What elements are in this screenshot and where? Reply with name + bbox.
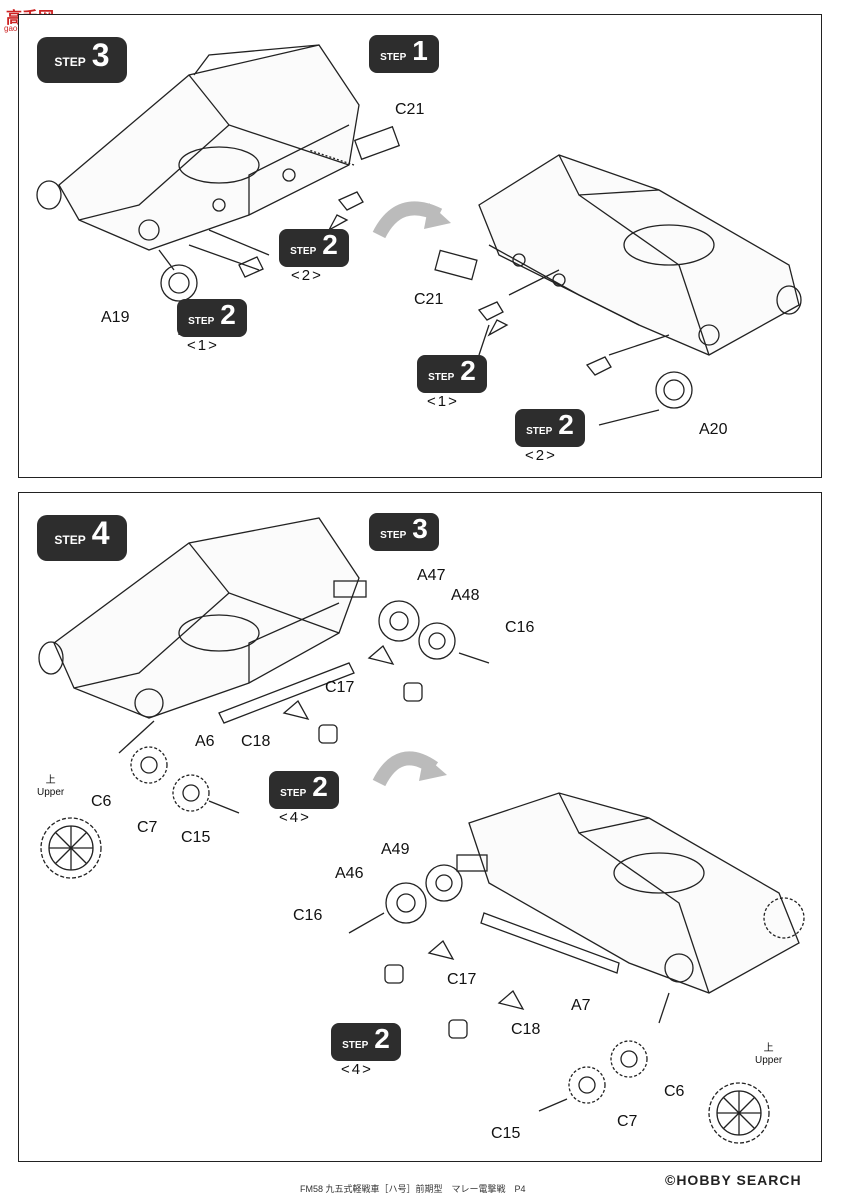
sprocket-upper xyxy=(40,746,240,879)
hull-left-view xyxy=(38,517,360,719)
step-word: STEP xyxy=(428,372,455,383)
upper-text: Upper xyxy=(37,787,65,798)
step-word: STEP xyxy=(526,426,553,437)
part-label-c16: C16 xyxy=(293,907,323,924)
part-label-a20: A20 xyxy=(699,421,728,438)
part-label-a6: A6 xyxy=(195,733,215,750)
part-label-c6: C6 xyxy=(664,1083,685,1100)
parts-lower xyxy=(348,854,670,1039)
step-3-diagram xyxy=(36,44,802,426)
step-2-ref-badge: STEP 2 xyxy=(177,299,247,337)
step-2-ref-badge: STEP 2 xyxy=(515,409,585,447)
part-label-c16: C16 xyxy=(505,619,535,636)
watermark: ©HOBBY SEARCH xyxy=(665,1172,802,1188)
step-2-ref-badge: STEP 2 xyxy=(331,1023,401,1061)
part-label-a47: A47 xyxy=(417,567,446,584)
sub-step-label: <2> xyxy=(291,267,323,284)
step-2-ref-badge: STEP 2 xyxy=(279,229,349,267)
step-number: 2 xyxy=(220,299,236,330)
part-label-a46: A46 xyxy=(335,865,364,882)
part-label-c6: C6 xyxy=(91,793,112,810)
step-word: STEP xyxy=(380,530,407,541)
step-3-ref-badge: STEP 3 xyxy=(369,513,439,551)
step-4-panel: STEP 4 STEP 3 STEP 2 <4> STEP 2 <4> A47 … xyxy=(18,492,822,1162)
part-label-c18: C18 xyxy=(511,1021,541,1038)
part-label-a48: A48 xyxy=(451,587,480,604)
step-number: 2 xyxy=(460,355,476,386)
hull-left-view xyxy=(36,44,360,251)
page-footer: FM58 九五式軽戦車［ハ号］前期型 マレー電撃戦 P4 xyxy=(300,1184,526,1194)
step-1-ref-badge: STEP 1 xyxy=(369,35,439,73)
part-label-c17: C17 xyxy=(447,971,477,988)
step-word: STEP xyxy=(380,52,407,63)
step-4-diagram xyxy=(38,517,805,1144)
step-2-ref-badge: STEP 2 xyxy=(269,771,339,809)
step-3-panel: STEP 3 STEP 1 STEP 2 <2> STEP 2 <1> STEP… xyxy=(18,14,822,478)
step-number: 2 xyxy=(312,771,328,802)
step-word: STEP xyxy=(290,246,317,257)
step-number: 2 xyxy=(374,1023,390,1054)
parts-left-hull xyxy=(158,125,401,335)
step-word: STEP xyxy=(54,55,86,69)
hull-right-view xyxy=(478,154,802,356)
part-label-a49: A49 xyxy=(381,841,410,858)
part-label-c21: C21 xyxy=(395,101,425,118)
part-label-a19: A19 xyxy=(101,309,130,326)
part-label-a7: A7 xyxy=(571,997,591,1014)
upper-kanji: 上 xyxy=(763,1043,774,1054)
sub-step-label: <1> xyxy=(427,393,459,410)
sprocket-lower xyxy=(538,1040,770,1144)
upper-note: 上 Upper xyxy=(37,775,64,799)
parts-right-hull xyxy=(434,249,693,426)
step-2-ref-badge: STEP 2 xyxy=(417,355,487,393)
sub-step-label: <4> xyxy=(279,809,311,826)
step-word: STEP xyxy=(188,316,215,327)
sub-step-label: <2> xyxy=(525,447,557,464)
step-number: 3 xyxy=(412,513,428,544)
step-4-badge: STEP 4 xyxy=(37,515,127,561)
step-number: 4 xyxy=(91,515,110,551)
part-label-c7: C7 xyxy=(137,819,158,836)
upper-text: Upper xyxy=(755,1055,783,1066)
part-label-c21: C21 xyxy=(414,291,444,308)
step-number: 1 xyxy=(412,35,428,66)
upper-note: 上 Upper xyxy=(755,1043,782,1067)
step-3-badge: STEP 3 xyxy=(37,37,127,83)
step-word: STEP xyxy=(342,1040,369,1051)
step-number: 2 xyxy=(322,229,338,260)
step-word: STEP xyxy=(280,788,307,799)
parts-upper xyxy=(118,580,490,754)
step-number: 2 xyxy=(558,409,574,440)
part-label-c17: C17 xyxy=(325,679,355,696)
upper-kanji: 上 xyxy=(45,775,56,786)
part-label-c18: C18 xyxy=(241,733,271,750)
step-word: STEP xyxy=(54,533,86,547)
hull-right-view xyxy=(468,792,805,994)
step-number: 3 xyxy=(91,37,110,73)
part-label-c15: C15 xyxy=(181,829,211,846)
sub-step-label: <1> xyxy=(187,337,219,354)
part-label-c7: C7 xyxy=(617,1113,638,1130)
sub-step-label: <4> xyxy=(341,1061,373,1078)
part-label-c15: C15 xyxy=(491,1125,521,1142)
